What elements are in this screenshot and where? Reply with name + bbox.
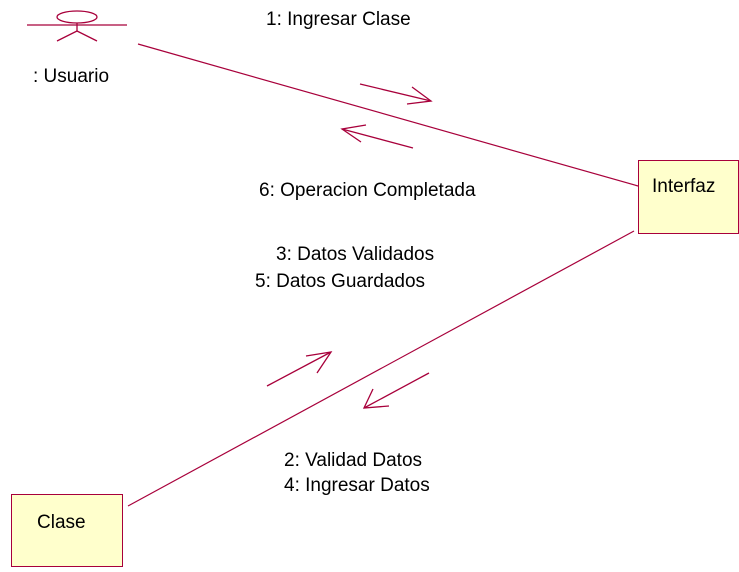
actor-label: : Usuario: [33, 66, 110, 87]
arrow-interfaz-to-usuario: [340, 124, 414, 149]
object-interfaz[interactable]: Interfaz: [638, 160, 739, 234]
message-label-2: 2: Validad Datos: [284, 450, 423, 471]
object-clase-label: Clase: [37, 512, 86, 533]
arrow-usuario-to-interfaz: [359, 83, 433, 105]
message-label-1: 1: Ingresar Clase: [266, 9, 411, 30]
message-label-5: 5: Datos Guardados: [255, 271, 426, 292]
arrow-clase-to-interfaz: [266, 351, 333, 387]
object-clase[interactable]: Clase: [11, 494, 123, 567]
message-label-3: 3: Datos Validados: [276, 244, 435, 265]
message-label-4: 4: Ingresar Datos: [284, 475, 430, 496]
arrow-interfaz-to-clase: [362, 372, 430, 409]
object-interfaz-label: Interfaz: [652, 176, 716, 197]
actor-figure-icon: [27, 10, 127, 42]
link-usuario-interfaz: [137, 43, 639, 187]
message-label-6: 6: Operacion Completada: [259, 180, 476, 201]
link-clase-interfaz: [127, 230, 635, 507]
